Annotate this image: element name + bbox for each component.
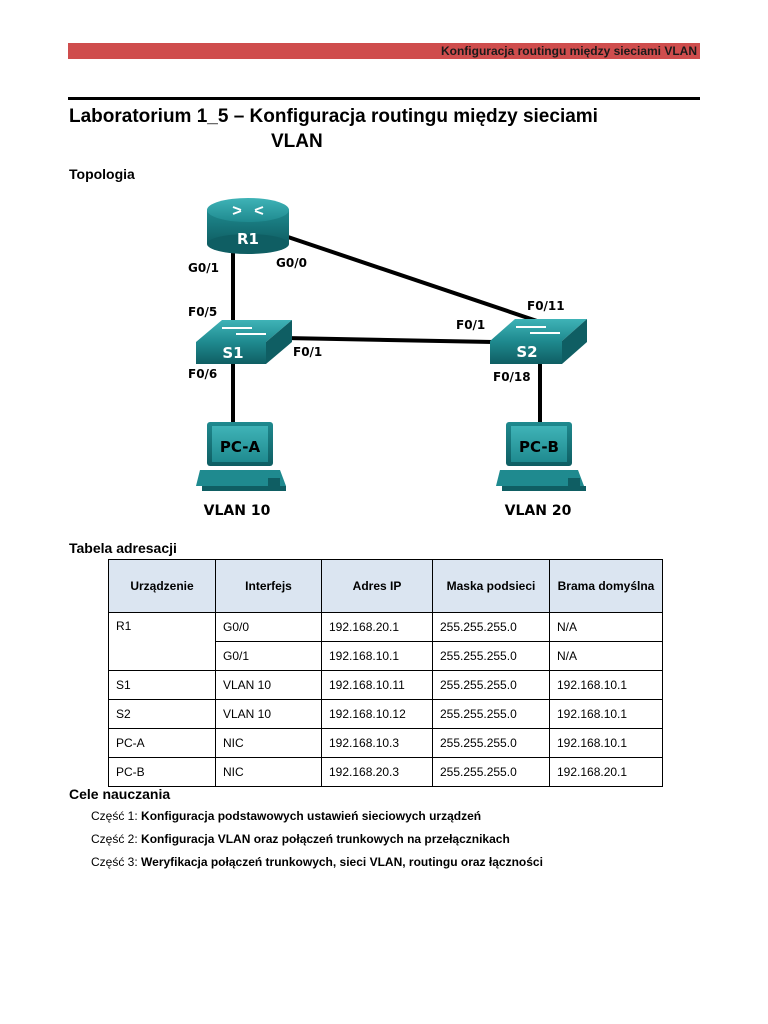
switch-s1-label: S1 bbox=[222, 344, 243, 362]
objective-text: Weryfikacja połączeń trunkowych, sieci V… bbox=[141, 855, 543, 869]
port-r1-g00: G0/0 bbox=[276, 256, 307, 270]
objective-text: Konfiguracja podstawowych ustawień sieci… bbox=[141, 809, 482, 823]
cell-interface: NIC bbox=[215, 728, 322, 758]
cell-ip: 192.168.20.1 bbox=[321, 612, 433, 642]
cell-device: PC-B bbox=[108, 757, 216, 787]
cell-mask: 255.255.255.0 bbox=[432, 757, 550, 787]
col-header-interface: Interfejs bbox=[215, 559, 322, 613]
objectives-list: Część 1: Konfiguracja podstawowych ustaw… bbox=[91, 808, 543, 877]
cell-interface: VLAN 10 bbox=[215, 670, 322, 700]
cell-ip: 192.168.20.3 bbox=[321, 757, 433, 787]
pc-a-icon bbox=[196, 422, 286, 491]
col-header-ip: Adres IP bbox=[321, 559, 433, 613]
switch-s2-icon bbox=[490, 319, 587, 364]
col-header-device: Urządzenie bbox=[108, 559, 216, 613]
cell-mask: 255.255.255.0 bbox=[432, 670, 550, 700]
objective-item: Część 1: Konfiguracja podstawowych ustaw… bbox=[91, 808, 543, 831]
document-title: Laboratorium 1_5 – Konfiguracja routingu… bbox=[69, 104, 598, 154]
port-s2-f01: F0/1 bbox=[456, 318, 485, 332]
pc-b-icon bbox=[496, 422, 586, 491]
vlan-b-label: VLAN 20 bbox=[505, 503, 572, 519]
cell-ip: 192.168.10.3 bbox=[321, 728, 433, 758]
vlan-a-label: VLAN 10 bbox=[204, 503, 271, 519]
table-row: S2 VLAN 10 192.168.10.12 255.255.255.0 1… bbox=[108, 699, 663, 729]
header-bar: Konfiguracja routingu między sieciami VL… bbox=[68, 43, 700, 59]
switch-s2-label: S2 bbox=[516, 343, 537, 361]
cell-mask: 255.255.255.0 bbox=[432, 699, 550, 729]
title-line-1: Laboratorium 1_5 – Konfiguracja routingu… bbox=[69, 106, 598, 127]
port-s1-f05: F0/5 bbox=[188, 305, 217, 319]
cell-ip: 192.168.10.12 bbox=[321, 699, 433, 729]
objective-part: Część 1: bbox=[91, 809, 138, 823]
port-s2-f018: F0/18 bbox=[493, 370, 531, 384]
objectives-heading: Cele nauczania bbox=[69, 786, 171, 802]
cell-interface: G0/0 bbox=[215, 612, 322, 642]
cell-interface: NIC bbox=[215, 757, 322, 787]
port-s2-f011: F0/11 bbox=[527, 299, 565, 313]
pc-b-label: PC-B bbox=[519, 438, 559, 456]
objective-text: Konfiguracja VLAN oraz połączeń trunkowy… bbox=[141, 832, 510, 846]
table-heading: Tabela adresacji bbox=[69, 540, 177, 556]
table-row: R1 G0/0 192.168.20.1 255.255.255.0 N/A bbox=[108, 612, 663, 671]
col-header-mask: Maska podsieci bbox=[432, 559, 550, 613]
cell-gateway: 192.168.20.1 bbox=[549, 757, 663, 787]
pc-a-label: PC-A bbox=[220, 438, 261, 456]
cell-gateway: N/A bbox=[549, 612, 663, 642]
title-line-2: VLAN bbox=[271, 131, 323, 152]
link-s1-s2 bbox=[284, 336, 494, 344]
port-s1-f01: F0/1 bbox=[293, 345, 322, 359]
addressing-table: Urządzenie Interfejs Adres IP Maska pods… bbox=[108, 559, 663, 787]
table-row: PC-A NIC 192.168.10.3 255.255.255.0 192.… bbox=[108, 728, 663, 758]
table-row: PC-B NIC 192.168.20.3 255.255.255.0 192.… bbox=[108, 757, 663, 787]
cell-gateway: N/A bbox=[549, 641, 663, 671]
cell-device: PC-A bbox=[108, 728, 216, 758]
cell-gateway: 192.168.10.1 bbox=[549, 728, 663, 758]
port-r1-g01: G0/1 bbox=[188, 261, 219, 275]
objective-item: Część 3: Weryfikacja połączeń trunkowych… bbox=[91, 854, 543, 877]
cell-mask: 255.255.255.0 bbox=[432, 728, 550, 758]
cell-device: S2 bbox=[108, 699, 216, 729]
cell-device: R1 bbox=[108, 612, 216, 671]
objective-item: Część 2: Konfiguracja VLAN oraz połączeń… bbox=[91, 831, 543, 854]
cell-ip: 192.168.10.11 bbox=[321, 670, 433, 700]
topology-heading: Topologia bbox=[69, 166, 135, 182]
cell-gateway: 192.168.10.1 bbox=[549, 699, 663, 729]
switch-s1-icon bbox=[196, 320, 292, 364]
title-rule bbox=[68, 97, 700, 100]
objective-part: Część 3: bbox=[91, 855, 138, 869]
table-row: S1 VLAN 10 192.168.10.11 255.255.255.0 1… bbox=[108, 670, 663, 700]
router-label: R1 bbox=[237, 230, 259, 248]
cell-mask: 255.255.255.0 bbox=[432, 612, 550, 642]
cell-interface: G0/1 bbox=[215, 641, 322, 671]
cell-device: S1 bbox=[108, 670, 216, 700]
cell-gateway: 192.168.10.1 bbox=[549, 670, 663, 700]
port-s1-f06: F0/6 bbox=[188, 367, 217, 381]
topology-diagram: R1 S1 S2 PC-A PC-B G0/1 G0/0 F0/5 F0/1 bbox=[188, 198, 587, 519]
header-title: Konfiguracja routingu między sieciami VL… bbox=[440, 44, 697, 58]
col-header-gateway: Brama domyślna bbox=[549, 559, 663, 613]
table-row: G0/1 192.168.10.1 255.255.255.0 N/A bbox=[109, 641, 663, 671]
cell-mask: 255.255.255.0 bbox=[432, 641, 550, 671]
link-r1-s2 bbox=[284, 234, 541, 324]
cell-interface: VLAN 10 bbox=[215, 699, 322, 729]
router-r1-icon bbox=[207, 198, 289, 254]
cell-ip: 192.168.10.1 bbox=[321, 641, 433, 671]
objective-part: Część 2: bbox=[91, 832, 138, 846]
table-header-row: Urządzenie Interfejs Adres IP Maska pods… bbox=[108, 559, 663, 613]
